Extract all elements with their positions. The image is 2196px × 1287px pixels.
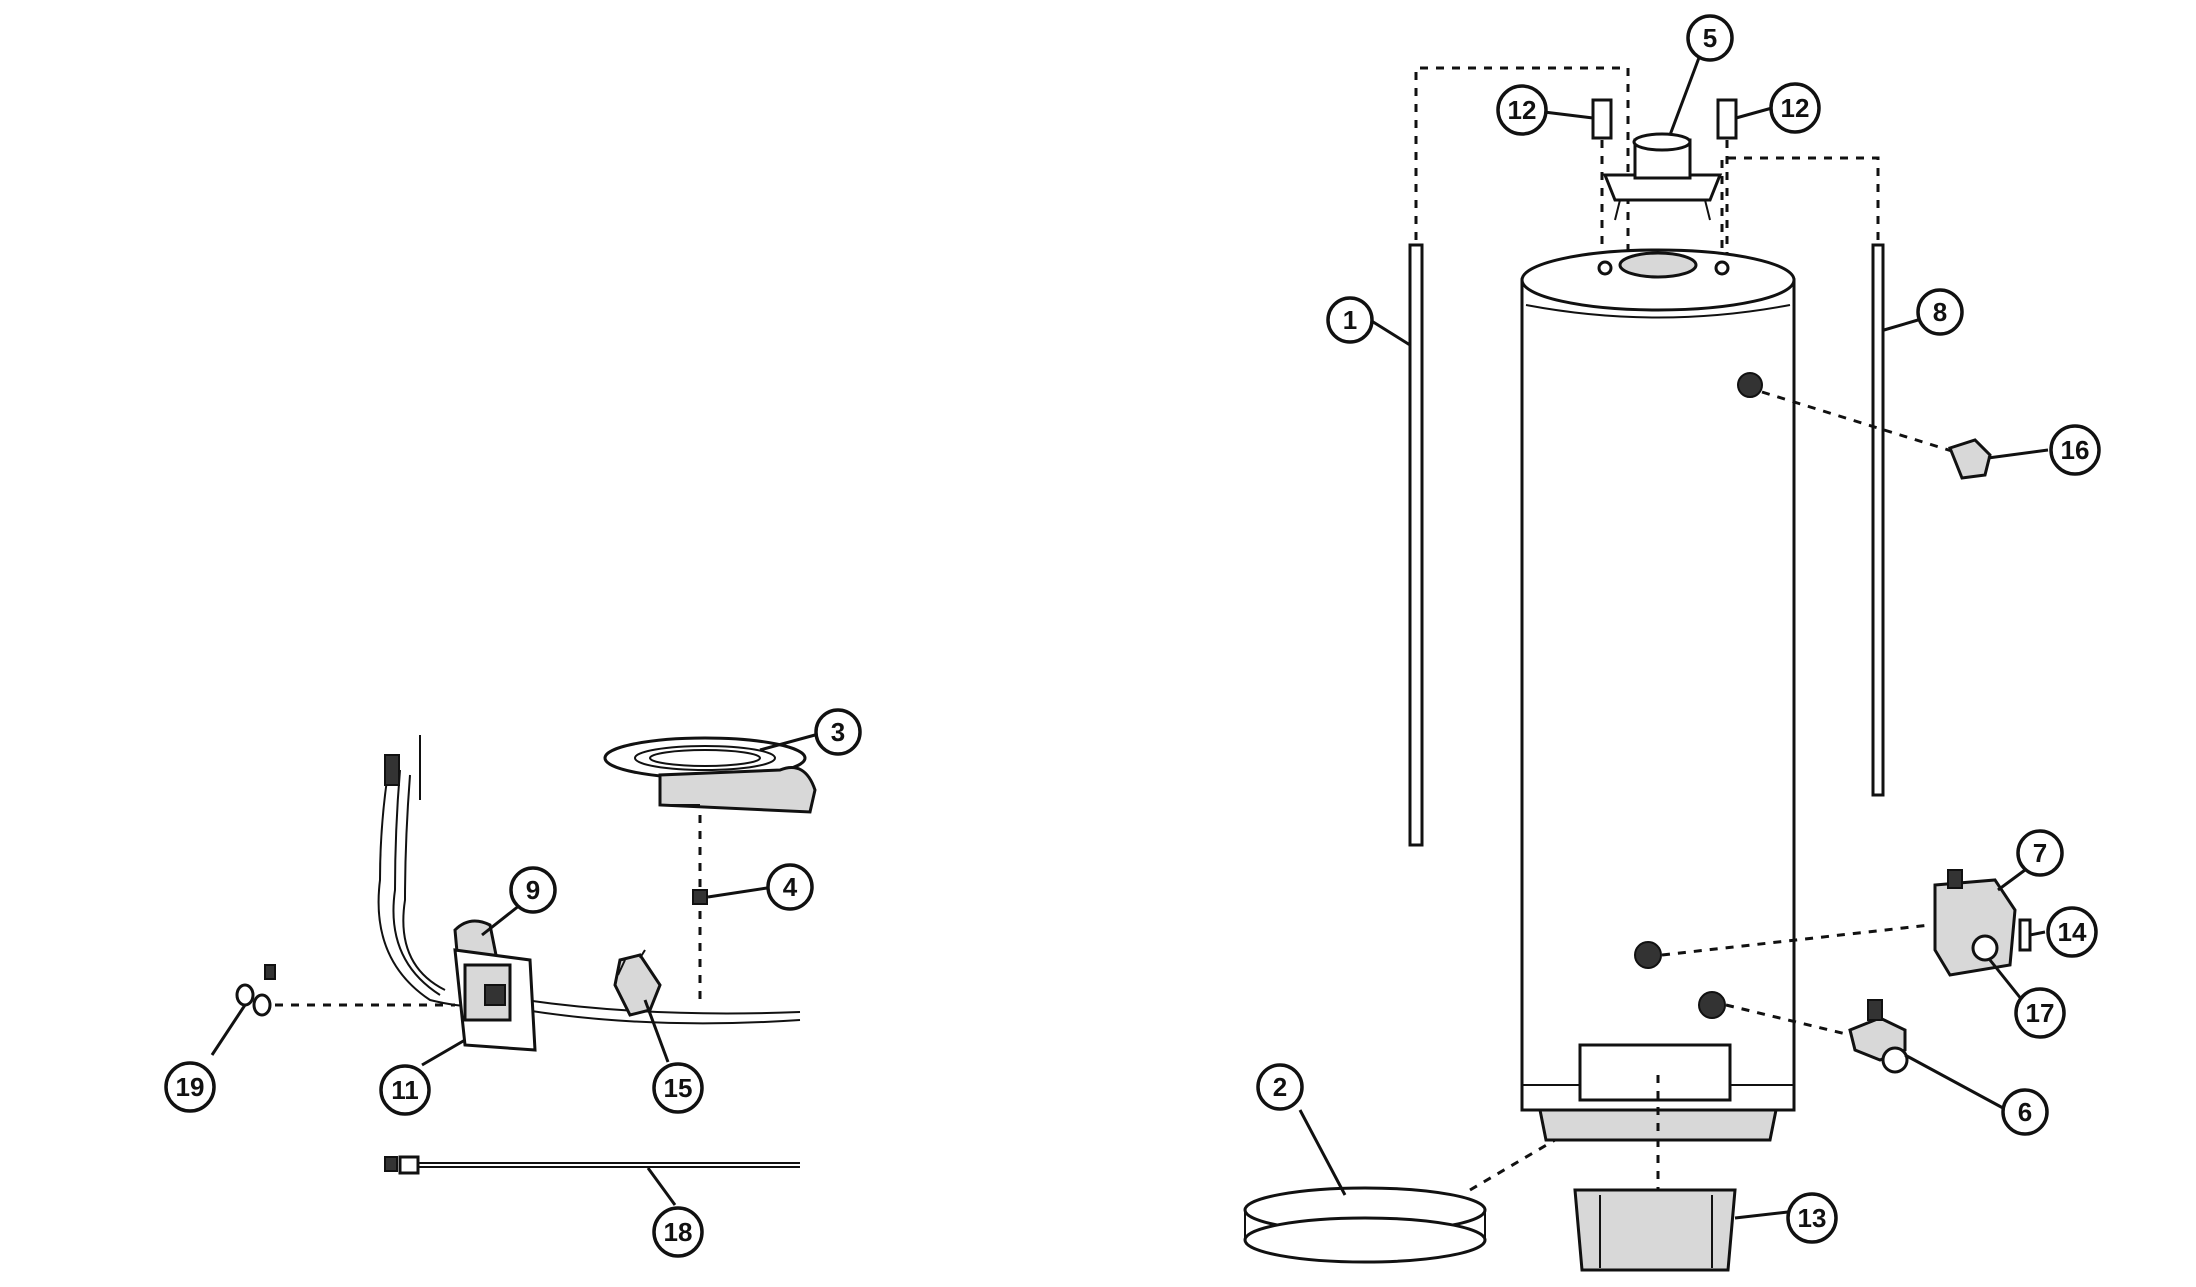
nipple-part-left [1591, 98, 1613, 140]
anode-rod-part [1408, 243, 1424, 847]
svg-text:4: 4 [783, 872, 798, 902]
burner-part [603, 736, 817, 814]
svg-text:7: 7 [2033, 838, 2047, 868]
svg-text:11: 11 [391, 1075, 419, 1105]
callout-15: 15 [652, 1062, 704, 1114]
nipple-part-right [1716, 98, 1738, 140]
svg-text:1: 1 [1343, 305, 1357, 335]
callout-19: 19 [164, 1061, 216, 1113]
callout-7: 7 [2016, 829, 2064, 877]
svg-text:18: 18 [664, 1217, 693, 1247]
svg-text:13: 13 [1798, 1203, 1827, 1233]
callout-5: 5 [1686, 14, 1734, 62]
svg-text:16: 16 [2061, 435, 2090, 465]
callout-2: 2 [1256, 1063, 1304, 1111]
svg-text:6: 6 [2018, 1097, 2032, 1127]
callout-11: 11 [379, 1064, 431, 1116]
svg-text:12: 12 [1508, 95, 1537, 125]
callout-6: 6 [2001, 1088, 2049, 1136]
burner-assembly [235, 735, 817, 1175]
fitting-part [235, 964, 276, 1017]
callout-4: 4 [766, 863, 814, 911]
base-ring-part [1243, 1186, 1487, 1264]
tank-assembly [1243, 66, 2032, 1272]
flue-diverter-part [1602, 132, 1723, 221]
gas-valve-part [1933, 869, 2032, 977]
drain-valve-part [1848, 999, 1909, 1074]
thermocouple-part [384, 1155, 800, 1175]
callout-18: 18 [652, 1206, 704, 1258]
callout-13: 13 [1786, 1192, 1838, 1244]
svg-text:12: 12 [1781, 93, 1810, 123]
orifice-part [692, 889, 708, 905]
callout-3: 3 [814, 708, 862, 756]
manifold-tube [524, 999, 801, 1015]
callout-17: 17 [2014, 987, 2066, 1039]
callout-12-left: 12 [1496, 84, 1548, 136]
svg-text:15: 15 [664, 1073, 693, 1103]
svg-text:14: 14 [2058, 917, 2087, 947]
outlet-rod-part [1871, 243, 1885, 797]
callout-16: 16 [2049, 424, 2101, 476]
svg-text:17: 17 [2026, 998, 2055, 1028]
base-pan-part [1573, 1188, 1737, 1272]
svg-text:9: 9 [526, 875, 540, 905]
callout-9: 9 [509, 866, 557, 914]
callout-1: 1 [1326, 296, 1374, 344]
inner-door-part [453, 948, 537, 1052]
callout-8: 8 [1916, 288, 1964, 336]
svg-text:8: 8 [1933, 297, 1947, 327]
leader-lines [210, 54, 2049, 1220]
svg-text:5: 5 [1703, 23, 1717, 53]
pilot-bracket-part [613, 949, 662, 1017]
callout-12-right: 12 [1769, 82, 1821, 134]
svg-text:2: 2 [1273, 1072, 1287, 1102]
svg-text:19: 19 [176, 1072, 205, 1102]
relief-valve-part [1948, 438, 1992, 480]
callout-14: 14 [2046, 906, 2098, 958]
svg-text:3: 3 [831, 717, 845, 747]
tank-body [1520, 248, 1796, 1142]
